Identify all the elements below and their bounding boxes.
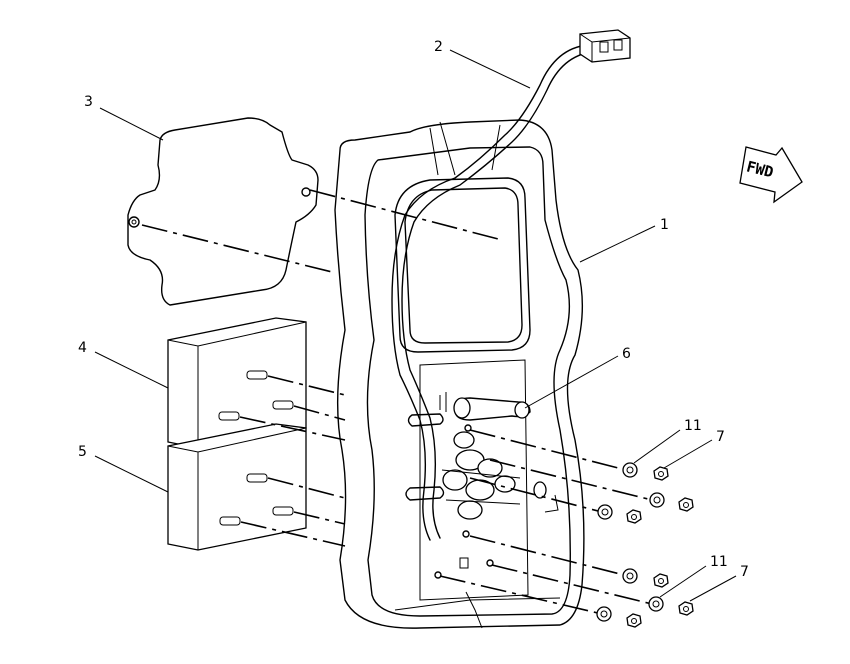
callout-7-lower: 7	[740, 564, 749, 580]
callout-7-upper: 7	[716, 429, 725, 445]
nuts-7	[626, 466, 694, 628]
callout-2: 2	[434, 39, 443, 55]
callout-labels: 1 2 3 4 5 6 11 7 11 7	[78, 39, 749, 580]
part-3-cover-plate	[127, 117, 319, 306]
part-6-bracket	[439, 392, 531, 421]
part-2-wire-harness	[391, 29, 631, 541]
callout-11-lower: 11	[710, 554, 728, 570]
callout-11-upper: 11	[684, 418, 702, 434]
callout-5: 5	[78, 444, 87, 460]
part-4-module	[167, 317, 307, 449]
part-1-housing	[334, 119, 585, 629]
callout-6: 6	[622, 346, 631, 362]
washers-11	[596, 462, 665, 622]
module-screws	[218, 370, 294, 526]
assembly-centerlines	[141, 189, 653, 615]
callout-1: 1	[660, 217, 669, 233]
panel-studs	[434, 424, 494, 579]
leader-lines	[94, 49, 737, 602]
callout-3: 3	[84, 94, 93, 110]
callout-4: 4	[78, 340, 87, 356]
forward-direction-arrow: FWD	[739, 146, 803, 204]
part-5-module	[167, 423, 307, 551]
valve-cluster	[441, 431, 559, 520]
